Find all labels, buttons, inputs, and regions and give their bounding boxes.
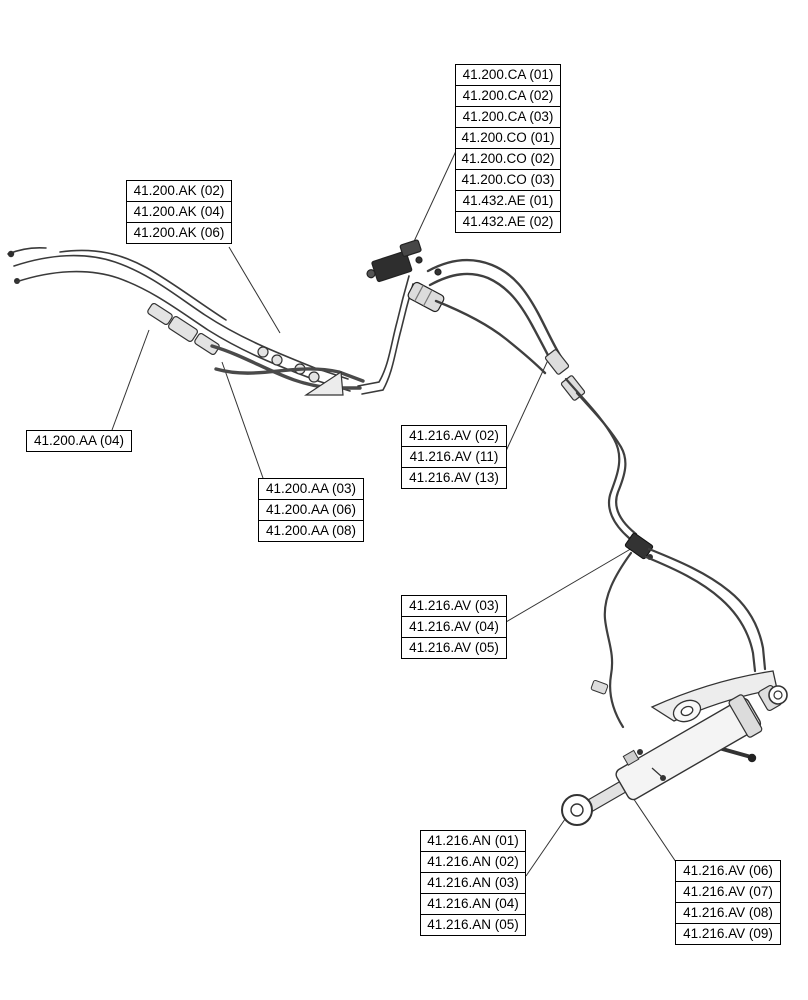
part-label[interactable]: 41.216.AV (02) xyxy=(401,425,507,447)
label-group-41-216-AV-upper: 41.216.AV (02) 41.216.AV (11) 41.216.AV … xyxy=(401,425,507,489)
part-label[interactable]: 41.216.AV (09) xyxy=(675,923,781,945)
part-label[interactable]: 41.216.AN (02) xyxy=(420,851,526,873)
label-group-41-200-AA-04: 41.200.AA (04) xyxy=(26,430,132,452)
part-label[interactable]: 41.432.AE (01) xyxy=(455,190,561,212)
part-label[interactable]: 41.216.AN (03) xyxy=(420,872,526,894)
part-label[interactable]: 41.200.CO (01) xyxy=(455,127,561,149)
part-label[interactable]: 41.200.AA (04) xyxy=(26,430,132,452)
steering-arm xyxy=(650,670,778,723)
part-label[interactable]: 41.216.AV (13) xyxy=(401,467,507,489)
label-group-41-216-AV-lower: 41.216.AV (06) 41.216.AV (07) 41.216.AV … xyxy=(675,860,781,945)
hoses-to-cylinder xyxy=(603,547,767,729)
part-label[interactable]: 41.216.AV (03) xyxy=(401,595,507,617)
tube-fittings xyxy=(147,302,320,383)
junction-clamp xyxy=(624,532,654,560)
lines-to-valves xyxy=(357,275,414,395)
valve-cluster xyxy=(366,239,445,313)
part-label[interactable]: 41.200.CO (02) xyxy=(455,148,561,170)
part-label[interactable]: 41.200.AK (02) xyxy=(126,180,232,202)
part-label[interactable]: 41.216.AV (08) xyxy=(675,902,781,924)
part-label[interactable]: 41.200.AA (08) xyxy=(258,520,364,542)
part-label[interactable]: 41.200.AK (04) xyxy=(126,201,232,223)
part-label[interactable]: 41.216.AN (01) xyxy=(420,830,526,852)
cylinder-clevis xyxy=(758,684,788,712)
label-group-41-216-AV-mid: 41.216.AV (03) 41.216.AV (04) 41.216.AV … xyxy=(401,595,507,659)
part-label[interactable]: 41.216.AN (04) xyxy=(420,893,526,915)
part-label[interactable]: 41.216.AV (11) xyxy=(401,446,507,468)
support-bracket xyxy=(303,370,344,396)
hose-bracket xyxy=(590,679,609,695)
hydraulic-tubes-left xyxy=(7,246,351,392)
part-label[interactable]: 41.200.CA (01) xyxy=(455,64,561,86)
part-label[interactable]: 41.216.AV (04) xyxy=(401,616,507,638)
hoses-right xyxy=(426,259,563,375)
hoses-down xyxy=(564,377,638,540)
part-label[interactable]: 41.216.AN (05) xyxy=(420,914,526,936)
part-label[interactable]: 41.216.AV (06) xyxy=(675,860,781,882)
part-label[interactable]: 41.200.AA (06) xyxy=(258,499,364,521)
part-label[interactable]: 41.200.CO (03) xyxy=(455,169,561,191)
part-label[interactable]: 41.216.AV (05) xyxy=(401,637,507,659)
label-group-41-200-CA-CO-AE: 41.200.CA (01) 41.200.CA (02) 41.200.CA … xyxy=(455,64,561,233)
part-label[interactable]: 41.200.AA (03) xyxy=(258,478,364,500)
label-group-41-200-AA: 41.200.AA (03) 41.200.AA (06) 41.200.AA … xyxy=(258,478,364,542)
part-label[interactable]: 41.216.AV (07) xyxy=(675,881,781,903)
label-group-41-216-AN: 41.216.AN (01) 41.216.AN (02) 41.216.AN … xyxy=(420,830,526,936)
part-label[interactable]: 41.200.CA (03) xyxy=(455,106,561,128)
part-label[interactable]: 41.432.AE (02) xyxy=(455,211,561,233)
part-label[interactable]: 41.200.CA (02) xyxy=(455,85,561,107)
label-group-41-200-AK: 41.200.AK (02) 41.200.AK (04) 41.200.AK … xyxy=(126,180,232,244)
steering-cylinder xyxy=(561,694,763,826)
part-label[interactable]: 41.200.AK (06) xyxy=(126,222,232,244)
